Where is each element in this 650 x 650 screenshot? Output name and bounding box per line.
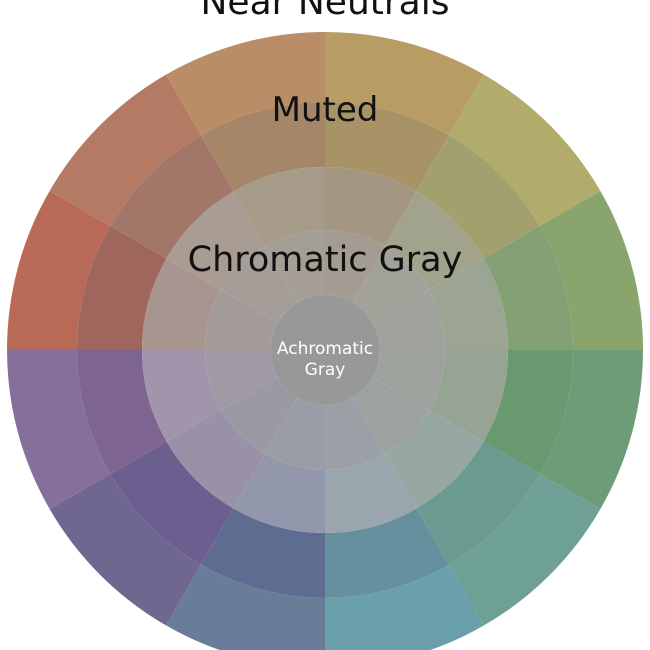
segment-blue-chromatic-gray <box>233 453 325 533</box>
segment-blue-green-near-neutral <box>449 474 601 626</box>
segment-green-muted <box>483 350 573 474</box>
wheel-segments <box>7 32 643 650</box>
segment-yellow-muted <box>416 135 540 259</box>
segment-orange-muted <box>201 102 325 192</box>
segment-red-orange-chromatic-gray-inner <box>221 246 298 323</box>
segment-red-chromatic-gray-inner <box>205 290 278 350</box>
achromatic-center <box>270 295 380 405</box>
segment-blue-near-neutral <box>166 564 325 650</box>
segment-blue-chromatic-gray-inner <box>265 397 325 470</box>
segment-red-orange-muted <box>110 135 234 259</box>
segment-red-muted <box>77 226 167 350</box>
segment-yellow-green-chromatic-gray-inner <box>372 290 445 350</box>
segment-red-orange-chromatic-gray <box>166 191 265 290</box>
segment-green-near-neutral <box>539 350 643 509</box>
segment-blue-violet-near-neutral <box>49 474 202 626</box>
title-near-neutrals: Near Neutrals <box>200 0 449 23</box>
segment-yellow-orange-chromatic-gray-inner <box>325 230 385 303</box>
ring-label-gray: Gray <box>305 360 346 380</box>
segment-violet-muted <box>77 350 167 474</box>
segment-yellow-green-muted <box>483 226 573 350</box>
segment-orange-near-neutral <box>166 32 325 136</box>
ring-label-achromatic: Achromatic <box>277 339 373 359</box>
segment-orange-chromatic-gray <box>233 167 325 247</box>
segment-blue-green-muted <box>416 441 540 565</box>
segment-blue-green-chromatic-gray-inner <box>352 377 429 454</box>
segment-cyan-chromatic-gray-inner <box>325 397 385 470</box>
segment-blue-green-chromatic-gray <box>385 410 484 509</box>
segment-yellow-green-chromatic-gray <box>428 258 508 350</box>
segment-red-chromatic-gray <box>142 258 222 350</box>
segment-cyan-near-neutral <box>325 564 484 650</box>
ring-label-muted: Muted <box>272 90 379 130</box>
segment-yellow-chromatic-gray <box>385 191 484 290</box>
segment-red-near-neutral <box>7 191 111 350</box>
segment-cyan-muted <box>325 508 449 598</box>
segment-violet-chromatic-gray <box>142 350 222 442</box>
segment-yellow-near-neutral <box>449 74 601 227</box>
segment-green-chromatic-gray-inner <box>372 350 445 410</box>
segment-yellow-green-near-neutral <box>539 191 643 350</box>
segment-blue-violet-chromatic-gray-inner <box>221 377 298 454</box>
segment-blue-muted <box>201 508 325 598</box>
segment-violet-near-neutral <box>7 350 111 509</box>
segment-blue-violet-muted <box>110 441 234 565</box>
segment-yellow-orange-muted <box>325 102 449 192</box>
segment-violet-chromatic-gray-inner <box>205 350 278 410</box>
ring-label-chromatic-gray: Chromatic Gray <box>188 240 463 280</box>
segment-blue-violet-chromatic-gray <box>166 410 265 509</box>
segment-yellow-orange-chromatic-gray <box>325 167 417 247</box>
segment-green-chromatic-gray <box>428 350 508 442</box>
segment-yellow-orange-near-neutral <box>325 32 484 136</box>
segment-red-orange-near-neutral <box>49 74 202 227</box>
segment-orange-chromatic-gray-inner <box>265 230 325 303</box>
segment-cyan-chromatic-gray <box>325 453 417 534</box>
segment-yellow-chromatic-gray-inner <box>352 246 429 323</box>
